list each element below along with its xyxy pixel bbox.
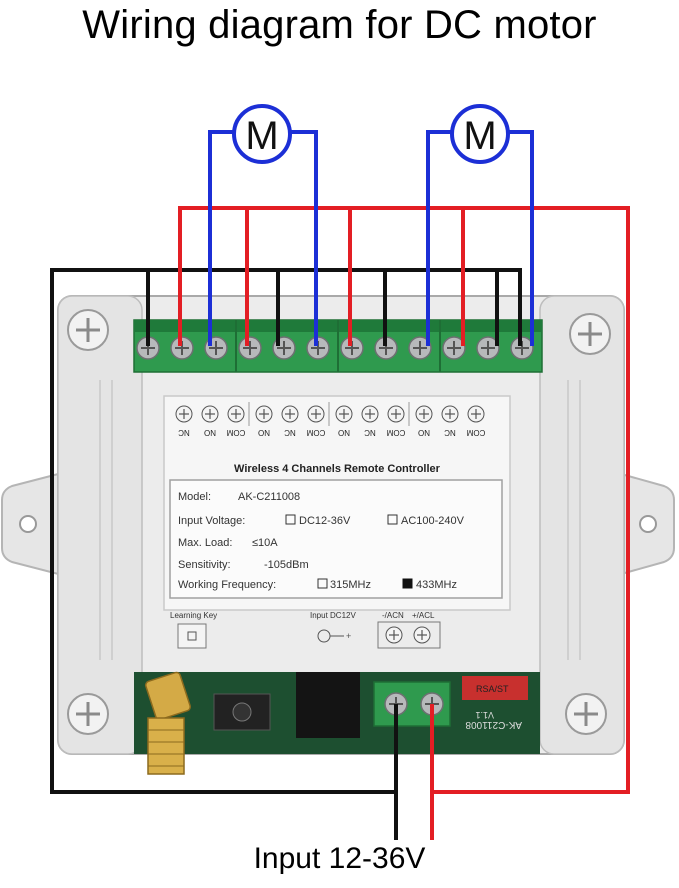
learning-key-button[interactable] bbox=[177, 623, 207, 649]
diagram-title: Wiring diagram for DC motor bbox=[82, 3, 597, 47]
terminal-symbol-icon bbox=[175, 405, 193, 423]
terminal-label: NO bbox=[258, 428, 270, 437]
antenna-connector-icon bbox=[144, 671, 192, 775]
pcb-version: V1.1 bbox=[475, 710, 494, 720]
terminal-symbol-icon bbox=[467, 405, 485, 423]
sensitivity-label: Sensitivity: bbox=[178, 559, 231, 571]
frequency-433: 433MHz bbox=[416, 579, 457, 591]
frequency-315: 315MHz bbox=[330, 579, 371, 591]
device-header: Wireless 4 Channels Remote Controller bbox=[234, 463, 441, 475]
max-load-value: ≤10A bbox=[252, 537, 278, 549]
input-voltage-dc: DC12-36V bbox=[299, 515, 351, 527]
terminal-label: NO bbox=[204, 428, 216, 437]
terminal-label: NC bbox=[364, 428, 376, 437]
relay-icon bbox=[462, 676, 528, 700]
output-terminal-block bbox=[133, 319, 543, 373]
motor-2-label: M bbox=[463, 114, 496, 158]
terminal-label: NC bbox=[284, 428, 296, 437]
motor-2-icon: M bbox=[450, 104, 510, 164]
terminal-symbol-icon bbox=[441, 405, 459, 423]
terminal-screw-icon bbox=[238, 336, 262, 360]
black-wire bbox=[50, 268, 522, 840]
terminal-symbol-icon bbox=[361, 405, 379, 423]
terminal-symbol-icon bbox=[415, 405, 433, 423]
terminal-label: COM bbox=[226, 428, 245, 437]
pcb-board: RSA/ST V1.1 AK-C211008 bbox=[134, 672, 540, 754]
corner-screw-icon bbox=[564, 692, 608, 736]
checkbox-315-icon bbox=[317, 578, 328, 589]
power-terminal-symbol-icon bbox=[413, 626, 431, 644]
checkbox-ac-icon bbox=[387, 514, 398, 525]
terminal-label: COM bbox=[306, 428, 325, 437]
acl-label: +/ACL bbox=[412, 611, 435, 620]
input-jack-area: Input DC12V + -/ACN +/ACL bbox=[310, 611, 441, 649]
terminal-symbol-icon bbox=[335, 405, 353, 423]
input-voltage-label: Input Voltage: bbox=[178, 515, 245, 527]
terminal-symbol-icon bbox=[281, 405, 299, 423]
corner-screw-icon bbox=[66, 692, 110, 736]
svg-text:+: + bbox=[346, 631, 351, 641]
checkbox-dc-icon bbox=[285, 514, 296, 525]
sensitivity-value: -105dBm bbox=[264, 559, 309, 571]
terminal-symbol-icon bbox=[227, 405, 245, 423]
terminal-label: NC bbox=[178, 428, 190, 437]
input-jack-label: Input DC12V bbox=[310, 611, 356, 620]
model-value: AK-C211008 bbox=[238, 491, 300, 503]
corner-screw-icon bbox=[568, 312, 612, 356]
motor-1-label: M bbox=[245, 114, 278, 158]
label-panel: NC NO COM NO NC COM NO NC COM NO NC COM Wireless 4 … bbox=[163, 395, 511, 611]
terminal-symbol-icon bbox=[387, 405, 405, 423]
relay-text: RSA/ST bbox=[476, 684, 509, 694]
power-terminal-symbol-icon bbox=[385, 626, 403, 644]
pcb-model-text: AK-C211008 bbox=[465, 719, 522, 730]
input-voltage-ac: AC100-240V bbox=[401, 515, 465, 527]
terminal-label: COM bbox=[466, 428, 485, 437]
motor-1-icon: M bbox=[232, 104, 292, 164]
model-label: Model: bbox=[178, 491, 211, 503]
terminal-symbol-icon bbox=[255, 405, 273, 423]
terminal-label: COM bbox=[386, 428, 405, 437]
terminal-symbol-icon bbox=[201, 405, 219, 423]
frequency-label: Working Frequency: bbox=[178, 579, 276, 591]
terminal-label: NO bbox=[338, 428, 350, 437]
learning-key-area: Learning Key bbox=[170, 611, 217, 649]
terminal-label: NC bbox=[444, 428, 456, 437]
checkbox-433-checked-icon bbox=[402, 578, 413, 589]
corner-screw-icon bbox=[66, 308, 110, 352]
power-input-terminal bbox=[373, 681, 451, 727]
acn-label: -/ACN bbox=[382, 611, 404, 620]
terminal-label: NO bbox=[418, 428, 430, 437]
red-wire bbox=[178, 206, 630, 840]
dc-jack-icon bbox=[296, 672, 360, 738]
mounting-ear-left bbox=[1, 470, 67, 578]
blue-wire bbox=[208, 130, 534, 346]
terminal-symbol-icon bbox=[307, 405, 325, 423]
input-voltage-caption: Input 12-36V bbox=[253, 842, 426, 875]
learning-key-label: Learning Key bbox=[170, 611, 217, 620]
max-load-label: Max. Load: bbox=[178, 537, 232, 549]
